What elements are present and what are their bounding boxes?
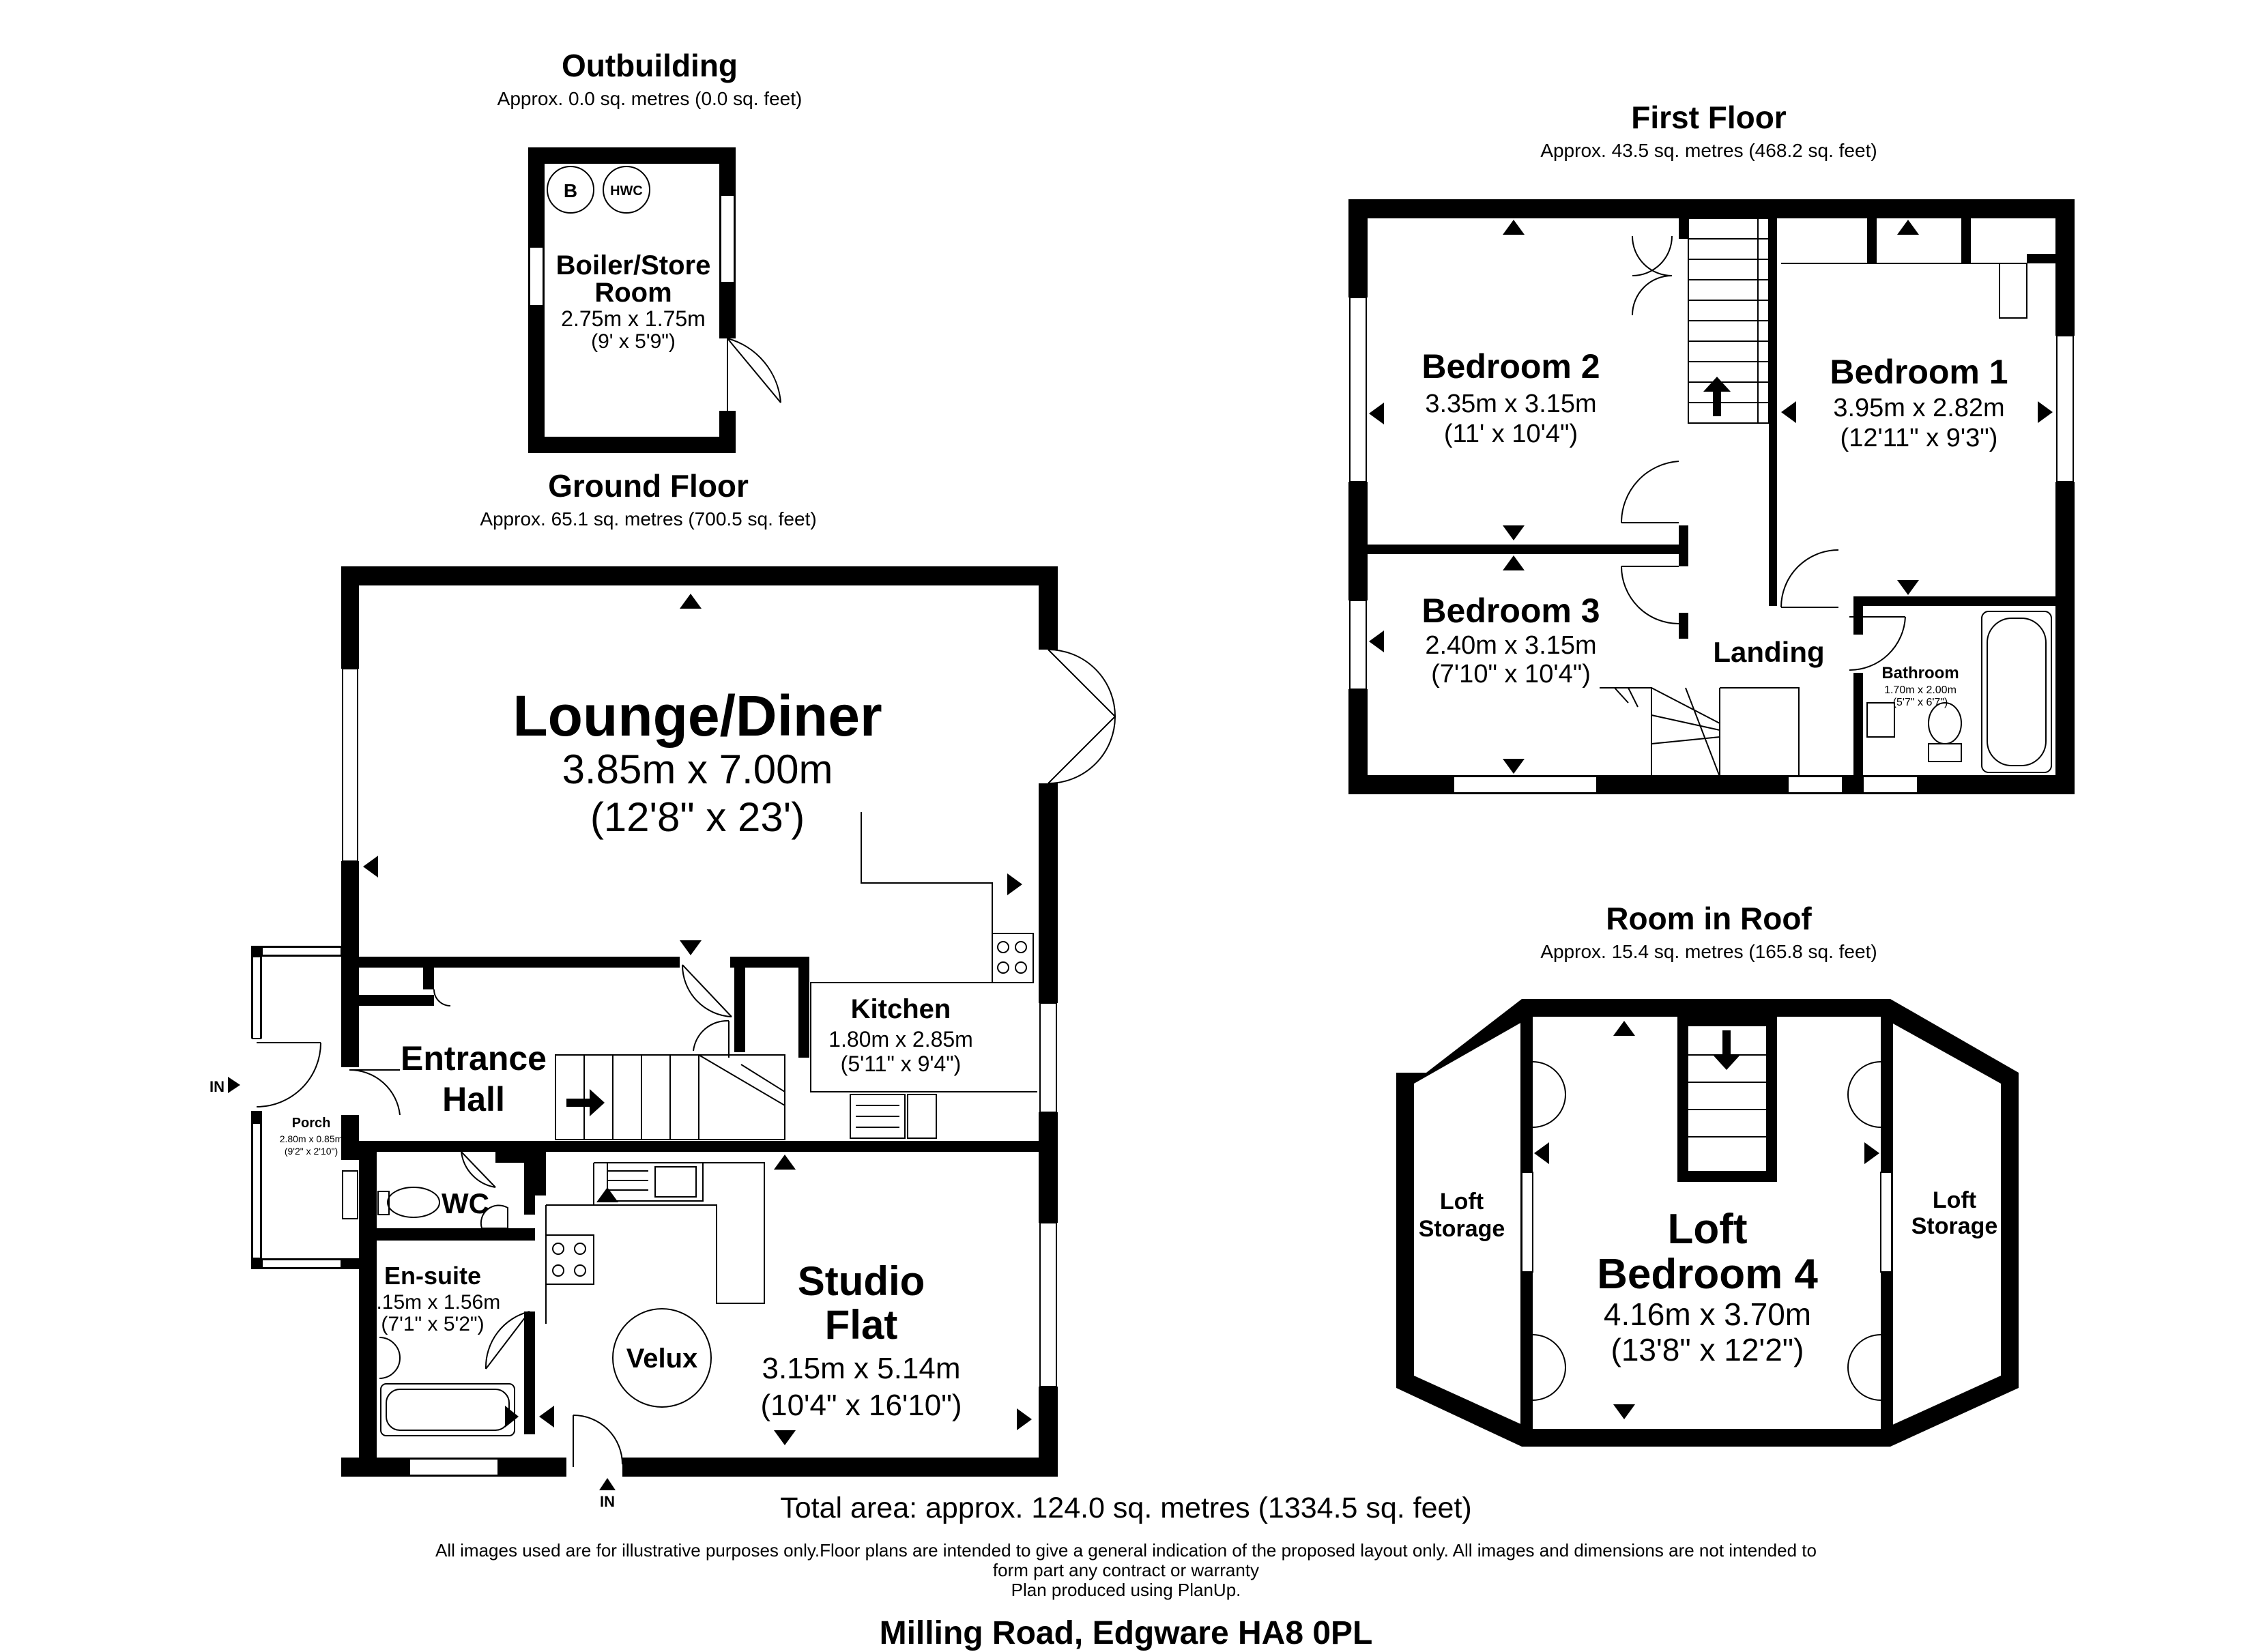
bedroom3-window-bottom — [1453, 776, 1598, 794]
kitchen-window — [1039, 1002, 1057, 1113]
lounge-dims-m: 3.85m x 7.00m — [562, 747, 833, 792]
porch-dims-ft: (9'2" x 2'10") — [285, 1146, 338, 1157]
loft-storage-left-2: Storage — [1419, 1216, 1505, 1242]
bedroom4-name-1: Loft — [1667, 1206, 1747, 1253]
ensuite-name: En-suite — [384, 1262, 481, 1290]
hall-name-1: Entrance — [401, 1039, 547, 1077]
bathroom-window — [1862, 776, 1918, 794]
bathroom-dims-m: 1.70m x 2.00m — [1884, 684, 1957, 696]
first-floor-fixtures — [1600, 218, 2052, 777]
bedroom1-name: Bedroom 1 — [1830, 353, 2008, 391]
bedroom3-window-left — [1349, 600, 1367, 690]
roof-area: Approx. 15.4 sq. metres (165.8 sq. feet) — [1540, 941, 1877, 962]
loft-storage-right-1: Loft — [1933, 1187, 1976, 1213]
disclaimer: All images used are for illustrative pur… — [0, 1541, 2252, 1600]
velux-label: Velux — [626, 1344, 698, 1374]
roof-plan: Room in Roof Approx. 15.4 sq. metres (16… — [1396, 901, 2019, 1447]
first-floor-arrows — [1369, 220, 2053, 774]
bedroom3-name: Bedroom 3 — [1421, 592, 1600, 630]
total-area: Total area: approx. 124.0 sq. metres (13… — [780, 1492, 1472, 1524]
outbuilding-window-right — [720, 194, 735, 283]
bathroom-dims-ft: (5'7" x 6'7") — [1893, 697, 1948, 708]
outbuilding-door — [727, 338, 781, 411]
disclaimer-line-1: All images used are for illustrative pur… — [435, 1540, 1817, 1561]
bedroom4-name-2: Bedroom 4 — [1597, 1251, 1818, 1298]
studio-window — [1039, 1222, 1057, 1387]
porch-glazing — [252, 946, 342, 1269]
landing-window — [1787, 776, 1843, 794]
hot-water-cylinder-symbol — [603, 166, 650, 214]
boiler-symbol — [547, 166, 594, 214]
bedroom1-window — [2056, 335, 2074, 482]
roof-window-right — [1880, 1172, 1892, 1273]
porch-dims-m: 2.80m x 0.85m — [280, 1133, 343, 1144]
roof-window-left — [1521, 1172, 1533, 1273]
property-address: Milling Road, Edgware HA8 0PL — [879, 1615, 1373, 1651]
bathroom-name: Bathroom — [1881, 664, 1959, 682]
porch-in-label: IN — [210, 1078, 225, 1095]
studio-name-1: Studio — [798, 1258, 925, 1304]
bedroom2-window — [1349, 297, 1367, 482]
first-floor-title: First Floor — [1631, 100, 1787, 135]
wc-window — [342, 1170, 358, 1219]
roof-title: Room in Roof — [1606, 901, 1812, 936]
wc-name: WC — [442, 1187, 489, 1219]
ground-floor-plan: Ground Floor Approx. 65.1 sq. metres (70… — [210, 468, 1116, 1510]
first-floor-area: Approx. 43.5 sq. metres (468.2 sq. feet) — [1540, 140, 1877, 161]
ensuite-dims-ft: (7'1" x 5'2") — [381, 1313, 484, 1335]
bedroom1-dims-ft: (12'11" x 9'3") — [1840, 424, 1998, 452]
ground-floor-fixtures — [377, 812, 1037, 1436]
boiler-room-name-2: Room — [594, 278, 672, 308]
lounge-name: Lounge/Diner — [513, 684, 882, 748]
roof-arrows — [1534, 1021, 1879, 1419]
landing-name: Landing — [1713, 636, 1824, 668]
first-floor-walls — [1348, 199, 2075, 794]
lounge-window — [342, 668, 358, 862]
studio-in-label: IN — [600, 1493, 615, 1510]
outbuilding-title: Outbuilding — [562, 48, 738, 83]
bedroom3-dims-ft: (7'10" x 10'4") — [1431, 660, 1591, 689]
boiler-label: B — [564, 180, 577, 201]
ground-floor-area: Approx. 65.1 sq. metres (700.5 sq. feet) — [480, 508, 816, 530]
boiler-room-name-1: Boiler/Store — [556, 250, 711, 280]
loft-storage-right-2: Storage — [1911, 1213, 1998, 1239]
ground-floor-arrows — [228, 594, 1032, 1490]
bedroom4-dims-ft: (13'8" x 12'2") — [1611, 1332, 1804, 1367]
boiler-room-dims-ft: (9' x 5'9") — [591, 330, 676, 353]
hwc-label: HWC — [610, 184, 643, 199]
kitchen-name: Kitchen — [851, 994, 951, 1024]
bedroom4-dims-m: 4.16m x 3.70m — [1604, 1296, 1811, 1332]
studio-name-2: Flat — [825, 1302, 898, 1348]
outbuilding-window-left — [529, 246, 544, 306]
boiler-room-dims-m: 2.75m x 1.75m — [561, 306, 706, 331]
bedroom2-dims-ft: (11' x 10'4") — [1444, 420, 1578, 448]
loft-storage-left-1: Loft — [1440, 1189, 1484, 1215]
studio-dims-m: 3.15m x 5.14m — [762, 1352, 960, 1385]
disclaimer-line-3: Plan produced using PlanUp. — [1011, 1580, 1241, 1600]
outbuilding-area: Approx. 0.0 sq. metres (0.0 sq. feet) — [497, 88, 803, 109]
outbuilding-plan: Outbuilding Approx. 0.0 sq. metres (0.0 … — [497, 48, 803, 453]
kitchen-dims-m: 1.80m x 2.85m — [828, 1027, 973, 1052]
bedroom1-dims-m: 3.95m x 2.82m — [1833, 394, 2004, 422]
hall-name-2: Hall — [442, 1080, 505, 1118]
bedroom3-dims-m: 2.40m x 3.15m — [1425, 631, 1596, 660]
first-floor-plan: First Floor Approx. 43.5 sq. metres (468… — [1348, 100, 2075, 794]
bedroom2-name: Bedroom 2 — [1421, 347, 1600, 386]
first-floor-doors — [1620, 235, 1906, 671]
lounge-dims-ft: (12'8" x 23') — [590, 794, 805, 840]
ground-floor-title: Ground Floor — [548, 468, 749, 504]
kitchen-dims-ft: (5'11" x 9'4") — [841, 1052, 962, 1076]
roof-fixtures — [1532, 1015, 1881, 1401]
porch-name: Porch — [292, 1116, 331, 1131]
ground-floor-doors — [256, 649, 1116, 1467]
studio-dims-ft: (10'4" x 16'10") — [760, 1389, 962, 1422]
ensuite-dims-m: 2.15m x 1.56m — [365, 1291, 500, 1314]
bedroom2-dims-m: 3.35m x 3.15m — [1425, 390, 1596, 418]
disclaimer-line-2: form part any contract or warranty — [992, 1560, 1260, 1580]
ensuite-window — [409, 1458, 499, 1476]
